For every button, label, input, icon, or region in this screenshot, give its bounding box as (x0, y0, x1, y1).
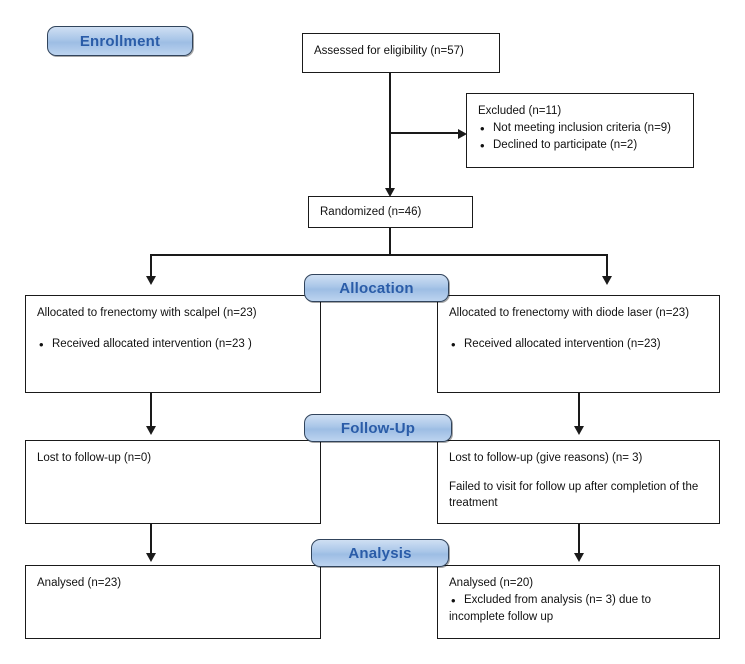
box-followup-right: Lost to follow-up (give reasons) (n= 3) … (437, 440, 720, 524)
allocation-left-heading: Allocated to frenectomy with scalpel (n=… (37, 307, 257, 319)
arrowhead-right-followup (574, 426, 584, 435)
connector-left-allocation-to-followup (150, 393, 152, 431)
box-excluded: Excluded (n=11) Not meeting inclusion cr… (466, 93, 694, 168)
box-followup-left: Lost to follow-up (n=0) (25, 440, 321, 524)
arrowhead-right-analysis (574, 553, 584, 562)
list-item: Not meeting inclusion criteria (n=9) (478, 119, 682, 139)
assessed-text: Assessed for eligibility (n=57) (314, 45, 464, 57)
connector-randomized-down (389, 228, 391, 255)
allocation-right-heading: Allocated to frenectomy with diode laser… (449, 307, 690, 319)
analysis-left-heading: Analysed (n=23) (37, 577, 122, 589)
randomized-text: Randomized (n=46) (320, 206, 422, 218)
analysis-right-heading: Analysed (n=20) (449, 577, 534, 589)
box-analysis-left: Analysed (n=23) (25, 565, 321, 639)
stage-banner-followup: Follow-Up (304, 414, 452, 442)
followup-right-heading: Lost to follow-up (give reasons) (n= 3) (449, 452, 643, 464)
stage-label-followup: Follow-Up (340, 419, 416, 437)
stage-banner-allocation: Allocation (304, 274, 449, 302)
followup-left-heading: Lost to follow-up (n=0) (37, 452, 152, 464)
arrowhead-left-allocation (146, 276, 156, 285)
stage-banner-enrollment: Enrollment (47, 26, 193, 56)
allocation-right-list: Received allocated intervention (n=23) (449, 335, 708, 355)
box-analysis-right: Analysed (n=20) Excluded from analysis (… (437, 565, 720, 639)
arrowhead-to-randomized (385, 188, 395, 197)
list-item: Declined to participate (n=2) (478, 136, 682, 156)
allocation-left-list: Received allocated intervention (n=23 ) (37, 335, 309, 355)
connector-right-allocation-to-followup (578, 393, 580, 431)
excluded-heading: Excluded (n=11) (478, 105, 562, 117)
stage-banner-analysis: Analysis (311, 539, 449, 567)
list-item: Received allocated intervention (n=23 ) (37, 335, 309, 355)
list-item: Received allocated intervention (n=23) (449, 335, 708, 355)
arrowhead-left-followup (146, 426, 156, 435)
connector-bus-to-right-allocation (606, 254, 608, 280)
box-assessed-for-eligibility: Assessed for eligibility (n=57) (302, 33, 500, 73)
arrowhead-left-analysis (146, 553, 156, 562)
connector-allocation-bus (150, 254, 608, 256)
box-allocation-right: Allocated to frenectomy with diode laser… (437, 295, 720, 393)
excluded-reason-list: Not meeting inclusion criteria (n=9) Dec… (478, 119, 682, 156)
box-randomized: Randomized (n=46) (308, 196, 473, 228)
arrowhead-to-excluded (458, 129, 467, 139)
arrowhead-right-allocation (602, 276, 612, 285)
connector-to-excluded (389, 132, 462, 134)
list-item: Excluded from analysis (n= 3) due to (449, 591, 708, 611)
box-allocation-left: Allocated to frenectomy with scalpel (n=… (25, 295, 321, 393)
analysis-right-list: Excluded from analysis (n= 3) due to (449, 591, 708, 611)
stage-label-allocation: Allocation (339, 279, 414, 297)
connector-left-followup-to-analysis (150, 524, 152, 558)
stage-label-analysis: Analysis (348, 544, 412, 562)
connector-bus-to-left-allocation (150, 254, 152, 280)
followup-right-note: Failed to visit for follow up after comp… (449, 480, 702, 510)
stage-label-enrollment: Enrollment (79, 32, 161, 50)
connector-right-followup-to-analysis (578, 524, 580, 558)
analysis-right-continuation: incomplete follow up (449, 610, 554, 623)
